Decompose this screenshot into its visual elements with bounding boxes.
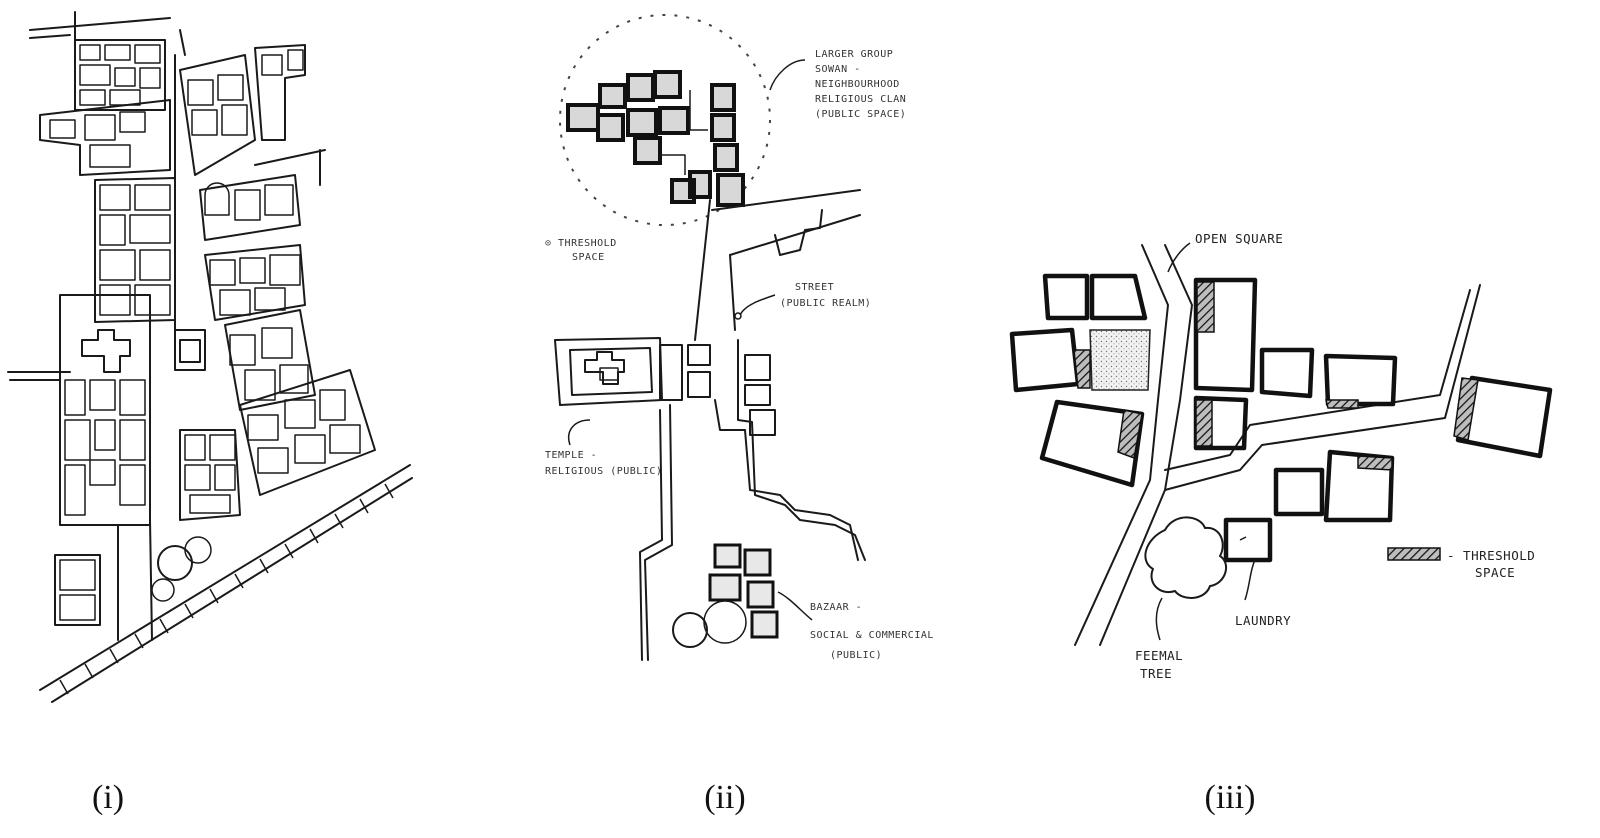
note-tree: FEEMAL TREE xyxy=(1135,648,1191,681)
note-threshold-legend: - THRESHOLD SPACE xyxy=(1447,548,1543,580)
note-larger-group: LARGER GROUP SOWAN - NEIGHBOURHOOD RELIG… xyxy=(815,49,913,120)
panel-iii-threshold-spaces-plan: OPEN SQUARE - THRESHOLD SPACE LAUNDRY FE… xyxy=(1012,231,1550,681)
note-temple: TEMPLE - RELIGIOUS (PUBLIC) xyxy=(545,450,662,477)
note-street: STREET (PUBLIC REALM) xyxy=(780,282,871,309)
panel-i-settlement-plan xyxy=(8,12,412,702)
note-laundry: LAUNDRY xyxy=(1235,613,1291,628)
panel-ii-public-spaces-plan: LARGER GROUP SOWAN - NEIGHBOURHOOD RELIG… xyxy=(545,15,940,661)
panel-label-ii: (ii) xyxy=(704,779,746,816)
note-bazaar: BAZAAR - SOCIAL & COMMERCIAL (PUBLIC) xyxy=(810,602,940,661)
panel-label-iii: (iii) xyxy=(1205,779,1256,816)
panel-label-i: (i) xyxy=(92,779,124,816)
note-open-square: OPEN SQUARE xyxy=(1195,231,1283,246)
note-threshold-space: ⊙ THRESHOLD SPACE xyxy=(545,238,623,263)
